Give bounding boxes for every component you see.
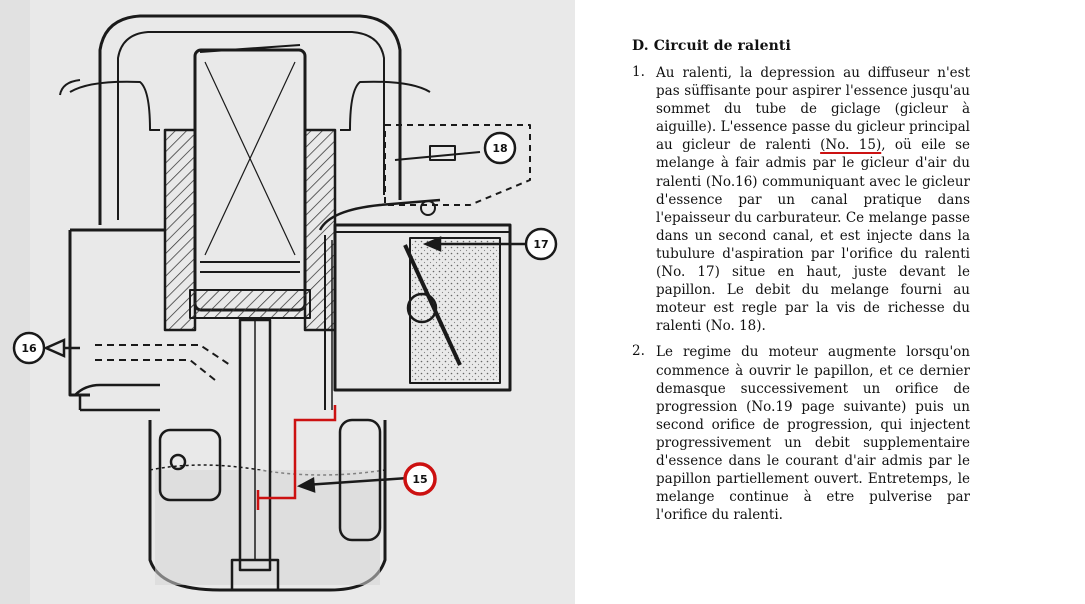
item-number: 1. xyxy=(632,64,645,80)
callout-17-label: 17 xyxy=(533,238,548,251)
item-text-after: , oü eile se melange à fair admis par le… xyxy=(656,137,971,335)
list-item: 1. Au ralenti, la depression au diffuseu… xyxy=(630,64,970,335)
item-text-before: Au ralenti, la depression au diffuseur n… xyxy=(656,65,970,154)
item-text: Le regime du moteur augmente lorsqu'on c… xyxy=(656,344,970,524)
highlight-reference: (No. 15) xyxy=(820,137,882,154)
carburetor-diagram: 18 17 16 15 xyxy=(0,0,575,604)
list-item: 2. Le regime du moteur augmente lorsqu'o… xyxy=(630,343,970,524)
item-number: 2. xyxy=(632,343,645,360)
callout-16-label: 16 xyxy=(21,342,37,355)
section-title: D. Circuit de ralenti xyxy=(632,38,791,54)
item-text: Au ralenti, la depression au diffuseur n… xyxy=(656,64,970,335)
text-panel: D. Circuit de ralenti 1. Au ralenti, la … xyxy=(630,38,970,532)
callout-18-label: 18 xyxy=(492,142,507,155)
callout-15-label: 15 xyxy=(412,473,427,486)
